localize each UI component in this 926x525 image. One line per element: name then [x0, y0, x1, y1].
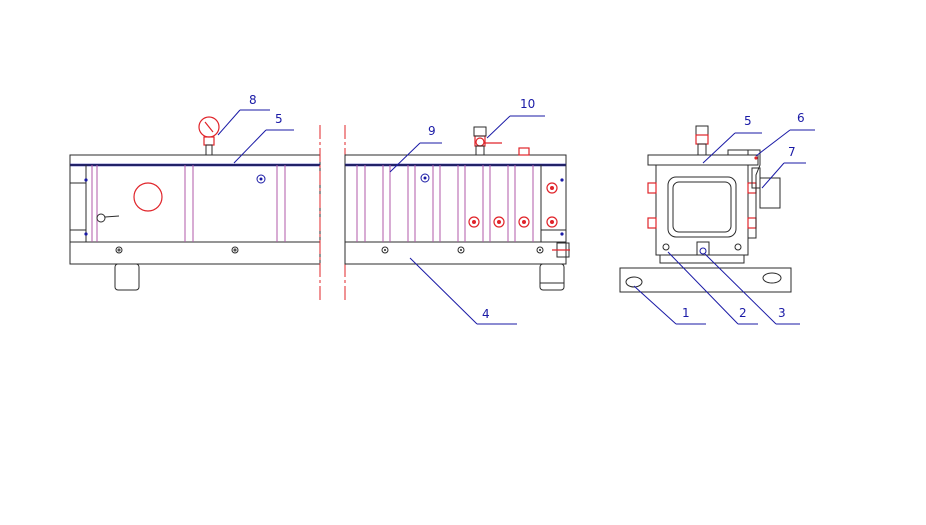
foot-pad: [114, 263, 140, 291]
rivet-dot: [560, 178, 564, 182]
hydraulic-port: [493, 216, 505, 228]
cylinder-port: [133, 182, 163, 212]
leader-5b: [702, 132, 736, 164]
callout-6: 6: [797, 111, 805, 125]
base-bolt: [231, 246, 239, 254]
top-bracket: [727, 149, 749, 156]
side-top-plate: [647, 154, 759, 166]
side-port: [647, 182, 657, 194]
callout-9: 9: [428, 124, 436, 138]
top-fitting-stem: [697, 143, 707, 156]
leader-5a: [233, 129, 267, 164]
base-bolt-center: [117, 248, 121, 252]
side-window-inner: [672, 181, 732, 233]
valve-cap: [473, 126, 487, 137]
valve-stem: [475, 145, 485, 156]
port-center: [472, 220, 476, 224]
top-fitting: [695, 134, 709, 145]
rivet-dot: [84, 232, 88, 236]
top-fitting-cap: [695, 125, 709, 136]
magnet-body-left: [69, 164, 321, 243]
callout-2: 2: [739, 306, 747, 320]
bracket-pin: [754, 156, 758, 160]
mount-slot: [762, 272, 782, 284]
callout-10: 10: [520, 97, 535, 111]
port-center: [550, 186, 554, 190]
callout-7: 7: [788, 145, 796, 159]
bolt-center: [423, 176, 427, 180]
lock-lever: [104, 215, 120, 218]
leader-lines: [217, 109, 815, 325]
base-bolt-center: [384, 249, 386, 251]
callout-4: 4: [482, 307, 490, 321]
foot-pad: [539, 263, 565, 291]
side-bolt: [734, 243, 742, 251]
leader-4: [409, 257, 478, 325]
callout-8: 8: [249, 93, 257, 107]
gauge-needle: [204, 121, 214, 133]
ball-valve: [475, 137, 485, 147]
leader-9: [389, 142, 421, 173]
side-base-plate: [619, 267, 792, 293]
hydraulic-port: [546, 216, 558, 228]
rivet-dot: [84, 178, 88, 182]
base-plate-left: [69, 241, 321, 265]
base-bolt-center: [233, 248, 237, 252]
side-port: [747, 217, 757, 229]
mount-slot: [625, 276, 643, 288]
side-view: [619, 125, 792, 293]
hydraulic-port: [546, 182, 558, 194]
bolt-center: [259, 177, 263, 181]
top-cover-plate-right: [344, 154, 567, 166]
callout-5-front: 5: [275, 112, 283, 126]
center-block: [696, 241, 710, 256]
side-window-outer: [667, 176, 737, 238]
hydraulic-port: [468, 216, 480, 228]
side-valve-block: [759, 177, 781, 209]
center-bolt: [699, 247, 707, 255]
top-cover-plate-left: [69, 154, 321, 166]
leader-2: [667, 251, 739, 325]
port-center: [497, 220, 501, 224]
leader-3: [704, 253, 777, 325]
callout-3: 3: [778, 306, 786, 320]
bolt: [420, 173, 430, 183]
side-bracket: [748, 149, 761, 239]
callout-labels: 8 5 9 10 4 5 6 7 1 2 3: [249, 93, 805, 321]
rivet-dot: [560, 232, 564, 236]
leader-8: [217, 109, 241, 136]
leader-1: [633, 285, 677, 325]
leader-6: [755, 129, 791, 157]
gauge-fitting: [203, 136, 215, 146]
front-view-right-section: [344, 126, 570, 291]
front-view-left-section: [69, 116, 321, 291]
base-plate-right: [344, 241, 567, 265]
base-bolt-center: [460, 249, 462, 251]
callout-5-side: 5: [744, 114, 752, 128]
base-bolt-center: [539, 249, 541, 251]
base-bolt: [457, 246, 465, 254]
callout-1: 1: [682, 306, 690, 320]
lock-knob: [96, 213, 106, 223]
gauge-stem: [205, 144, 213, 156]
port-center: [550, 220, 554, 224]
base-bolt: [115, 246, 123, 254]
vent-plug: [518, 147, 530, 156]
base-bolt: [536, 246, 544, 254]
leader-10: [486, 115, 511, 139]
base-bolt: [381, 246, 389, 254]
port-center: [522, 220, 526, 224]
hydraulic-port: [518, 216, 530, 228]
bolt: [256, 174, 266, 184]
leader-7: [761, 162, 785, 189]
side-bolt: [662, 243, 670, 251]
side-port: [647, 217, 657, 229]
